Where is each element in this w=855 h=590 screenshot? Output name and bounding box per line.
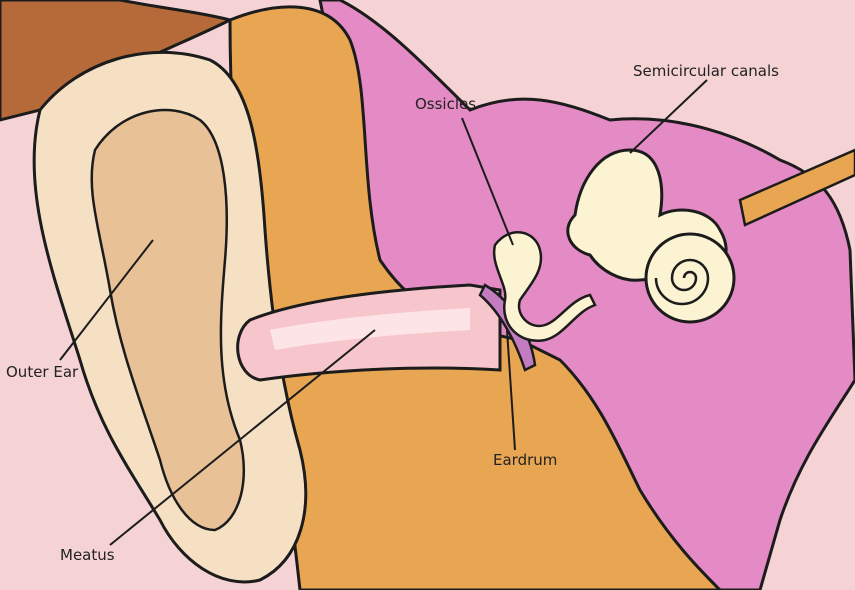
meatus-label: Meatus [60, 546, 115, 564]
ossicles-label: Ossicles [415, 95, 476, 113]
eardrum-label: Eardrum [493, 451, 557, 469]
semicircular-canals-label: Semicircular canals [633, 62, 779, 80]
outer-ear-label: Outer Ear [6, 363, 78, 381]
cochlea-shape [646, 234, 734, 322]
